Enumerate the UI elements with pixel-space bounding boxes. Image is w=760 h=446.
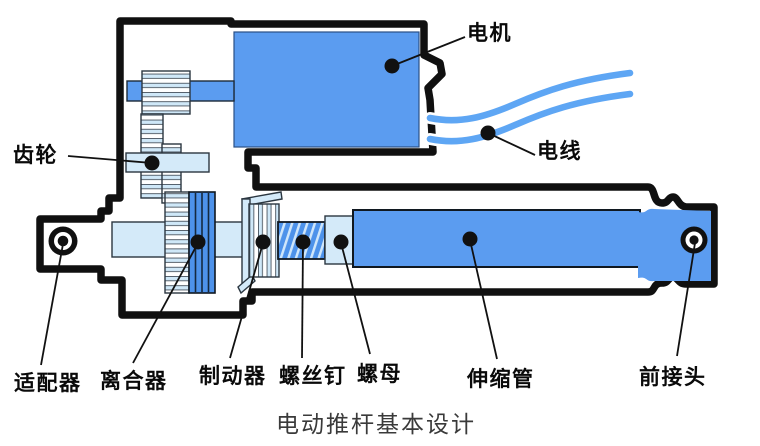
wire-leader-line bbox=[487, 132, 536, 156]
motor-leader-dot bbox=[384, 58, 400, 74]
front-connector-ring bbox=[680, 226, 708, 254]
gear-leader-line bbox=[67, 155, 153, 164]
brake-leader-line bbox=[229, 242, 264, 359]
label-brake: 制动器 bbox=[199, 365, 267, 388]
motor-leader-line bbox=[391, 36, 466, 67]
front-connector-leader-line bbox=[676, 242, 696, 357]
label-front-connector: 前接头 bbox=[639, 365, 707, 389]
clutch-gear bbox=[164, 191, 190, 294]
tube-leader-line bbox=[469, 239, 498, 360]
label-gear: 齿轮 bbox=[13, 143, 58, 167]
label-motor: 电机 bbox=[467, 21, 512, 45]
nut-block bbox=[324, 215, 354, 265]
adapter-leader-line bbox=[40, 243, 64, 366]
power-wires bbox=[424, 67, 636, 148]
brake-caliper-tail bbox=[237, 273, 256, 295]
nut-leader-dot bbox=[333, 234, 349, 250]
label-tube: 伸缩管 bbox=[466, 367, 535, 391]
label-nut: 螺母 bbox=[357, 363, 402, 386]
wire-lower bbox=[426, 90, 634, 145]
label-clutch: 离合器 bbox=[100, 369, 168, 393]
tube-leader-dot bbox=[462, 231, 478, 247]
screw-leader-dot bbox=[295, 234, 311, 250]
adapter-ring bbox=[48, 226, 78, 256]
brake-assembly bbox=[237, 191, 283, 295]
label-adapter: 适配器 bbox=[14, 372, 82, 395]
clutch-leader-dot bbox=[190, 234, 206, 250]
nut-leader-line bbox=[340, 242, 371, 355]
motor-body bbox=[233, 31, 420, 148]
brake-leader-dot bbox=[255, 234, 271, 250]
screw-leader-line bbox=[301, 242, 304, 359]
telescopic-tube bbox=[352, 209, 641, 268]
label-wire: 电线 bbox=[537, 139, 582, 163]
leader-lines bbox=[40, 36, 696, 366]
wire-leader-dot bbox=[480, 125, 496, 141]
gear-leader-dot bbox=[144, 155, 160, 171]
label-screw: 螺丝钉 bbox=[279, 364, 347, 388]
wire-upper bbox=[426, 69, 634, 124]
clutch-leader-line bbox=[132, 242, 199, 364]
gear-top bbox=[141, 70, 191, 115]
diagram-caption: 电动推杆基本设计 bbox=[276, 411, 476, 437]
